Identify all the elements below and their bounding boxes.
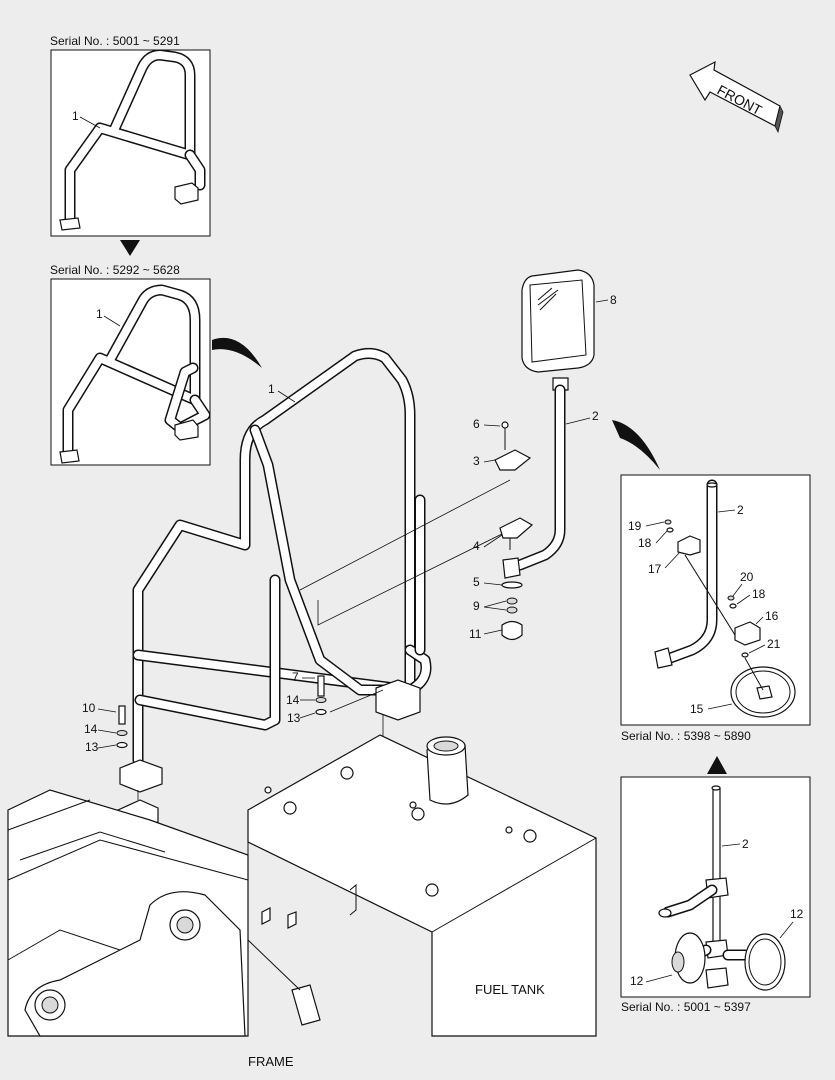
pointer-arrow-icon — [212, 337, 262, 368]
part-number-label: 5 — [473, 575, 480, 589]
part-number-label: 12 — [630, 974, 644, 988]
inset-serial-label: Serial No. : 5001 ~ 5291 — [50, 34, 180, 48]
part-number-label: 1 — [72, 109, 79, 123]
part-number-label: 3 — [473, 454, 480, 468]
part-number-label: 2 — [592, 409, 599, 423]
part-number-label: 21 — [767, 637, 781, 651]
part-number-label: 16 — [765, 609, 779, 623]
part-number-label: 17 — [648, 562, 662, 576]
part-number-label: 8 — [610, 293, 617, 307]
arrow-down-icon — [120, 240, 140, 256]
part-number-label: 4 — [473, 539, 480, 553]
fuel-tank: FUEL TANK — [247, 734, 597, 1037]
part-number-label: 20 — [740, 570, 754, 584]
inset-serial-label: Serial No. : 5398 ~ 5890 — [621, 729, 751, 743]
handrail-drawing — [59, 49, 206, 231]
part-number-label: 6 — [473, 417, 480, 431]
inset-mirror-new: 2 19 18 17 20 18 16 21 15 Serial No. : 5… — [620, 474, 811, 743]
part-number-label: 14 — [286, 693, 300, 707]
main-mirror — [494, 269, 595, 641]
front-arrow: FRONT — [689, 60, 784, 134]
inset-mirror-old: 2 12 12 Serial No. : 5001 ~ 5397 — [620, 776, 811, 1014]
inset-handrail-late: Serial No. : 5292 ~ 5628 1 — [50, 263, 211, 466]
arrow-up-icon — [707, 756, 727, 774]
fuel-tank-label: FUEL TANK — [475, 982, 545, 997]
part-number-label: 1 — [268, 382, 275, 396]
handrail-drawing — [59, 284, 211, 464]
inset-handrail-early: Serial No. : 5001 ~ 5291 1 — [50, 34, 211, 237]
pointer-arrow-icon — [612, 420, 660, 470]
part-number-label: 19 — [628, 519, 642, 533]
part-number-label: 13 — [287, 711, 301, 725]
part-number-label: 18 — [638, 536, 652, 550]
inset-serial-label: Serial No. : 5292 ~ 5628 — [50, 263, 180, 277]
part-number-label: 15 — [690, 702, 704, 716]
frame-label: FRAME — [248, 1054, 294, 1069]
part-number-label: 1 — [96, 307, 103, 321]
part-number-label: 9 — [473, 599, 480, 613]
part-number-label: 2 — [737, 503, 744, 517]
part-number-label: 12 — [790, 907, 804, 921]
part-number-label: 18 — [752, 587, 766, 601]
inset-serial-label: Serial No. : 5001 ~ 5397 — [621, 1000, 751, 1014]
part-number-label: 10 — [82, 701, 96, 715]
part-number-label: 7 — [292, 670, 299, 684]
part-number-label: 11 — [469, 627, 482, 641]
frame: FRAME — [7, 789, 321, 1069]
main-part-labels: 1 8 2 6 3 4 5 9 11 7 14 13 10 14 13 — [82, 293, 617, 754]
part-number-label: 2 — [742, 837, 749, 851]
part-number-label: 13 — [85, 740, 99, 754]
part-number-label: 14 — [84, 722, 98, 736]
